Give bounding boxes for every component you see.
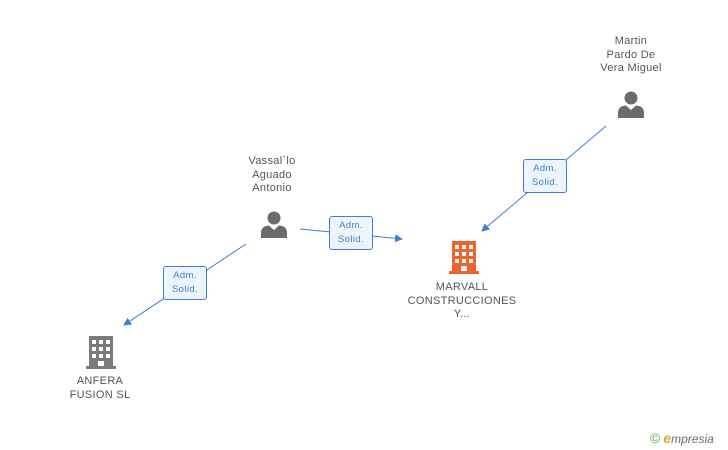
node-anfera-label[interactable]: ANFERA FUSION SL [70,375,131,402]
copyright-symbol: © [650,430,661,446]
node-martin-line-1: Martin [614,35,648,47]
badge-line-1: Adm. [339,220,363,231]
badge-line-2: Solid. [531,177,559,188]
node-marvall-line-3: Y... [453,308,471,320]
node-vassallo-line-3: Antonio [252,182,292,194]
node-vassallo-line-1: Vassal`lo [248,155,296,167]
badge-line-2: Solid. [171,284,199,295]
node-martin-line-3: Vera Miguel [600,62,662,74]
node-marvall-line-1: MARVALL [435,281,489,293]
empresia-watermark: ©empresia [650,430,714,446]
building-icon[interactable] [84,334,118,370]
brand-rest: mpresia [671,432,714,446]
person-icon[interactable] [260,210,288,238]
node-vassallo-line-2: Aguado [252,168,292,181]
brand-initial: e [663,430,672,446]
node-vassallo-label[interactable]: Vassal`lo Aguado Antonio [248,155,295,196]
node-anfera-line-1: ANFERA [76,375,124,387]
badge-line-1: Adm. [173,270,197,281]
building-icon[interactable] [447,239,481,275]
node-martin-line-2: Pardo De [606,48,656,61]
node-anfera-line-2: FUSION SL [69,388,131,401]
edge-badge-martin-marvall[interactable]: Adm. Solid. [523,159,567,193]
node-martin-label[interactable]: Martin Pardo De Vera Miguel [600,35,661,76]
edge-badge-vassallo-marvall[interactable]: Adm. Solid. [329,216,373,250]
person-icon[interactable] [617,90,645,118]
node-marvall-label[interactable]: MARVALL CONSTRUCCIONES Y... [408,281,517,322]
edge-badge-vassallo-anfera[interactable]: Adm. Solid. [163,266,207,300]
badge-line-1: Adm. [533,163,557,174]
badge-line-2: Solid. [337,234,365,245]
node-marvall-line-2: CONSTRUCCIONES [407,294,517,307]
